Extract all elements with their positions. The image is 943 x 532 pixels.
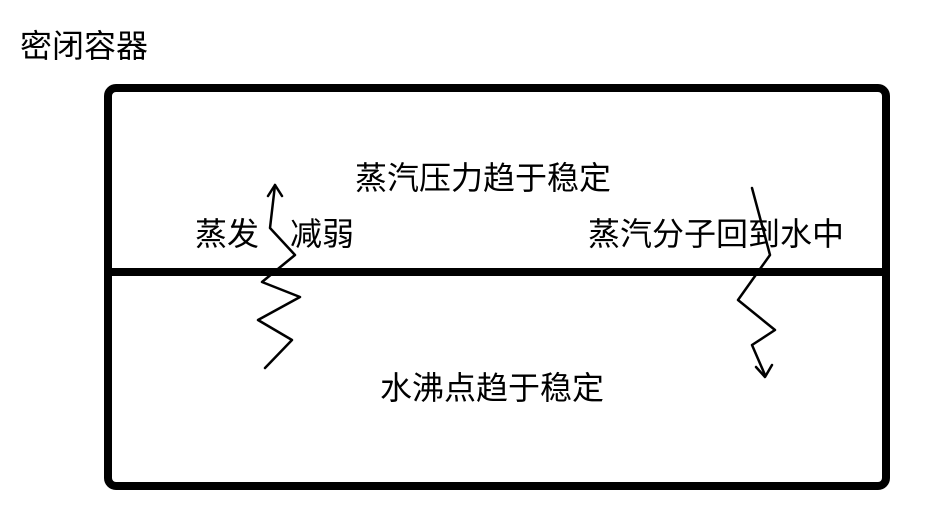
vapor-pressure-label: 蒸汽压力趋于稳定 [355, 159, 612, 197]
boiling-point-label: 水沸点趋于稳定 [380, 369, 605, 407]
evaporation-label: 蒸发 [195, 215, 260, 253]
weakening-label: 减弱 [290, 215, 355, 253]
diagram-title: 密闭容器 [20, 27, 149, 65]
sealed-container-box [104, 84, 890, 490]
vapor-return-label: 蒸汽分子回到水中 [588, 215, 845, 253]
water-surface-line [104, 268, 890, 276]
